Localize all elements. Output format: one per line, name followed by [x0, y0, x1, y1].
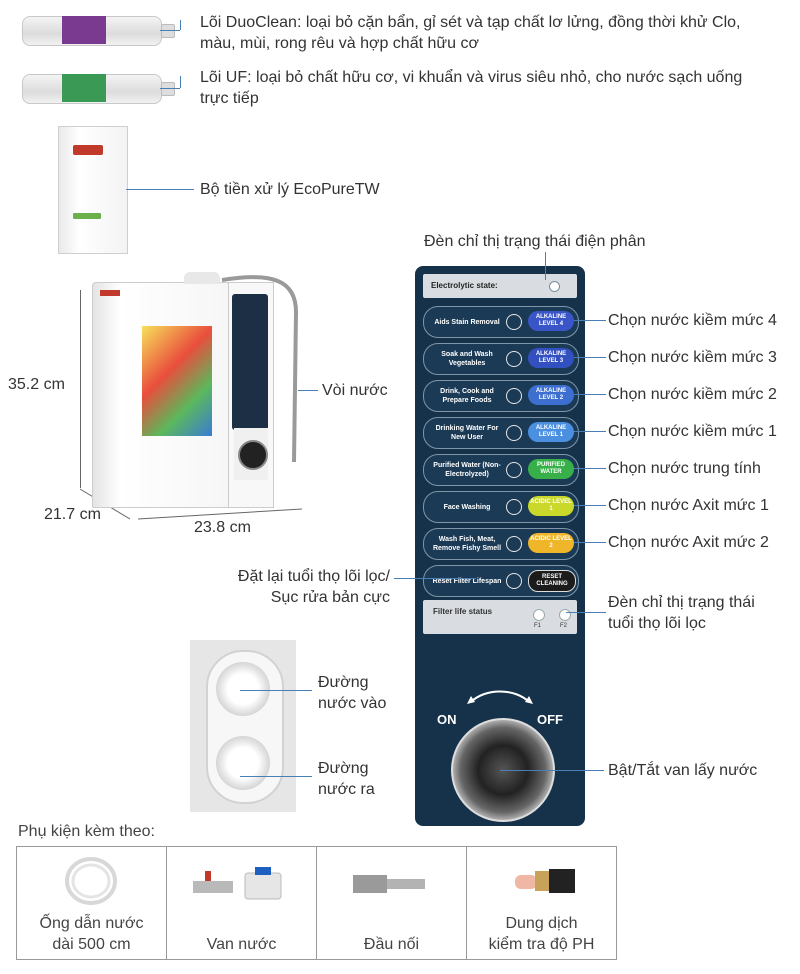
panel-row: Drink, Cook and Prepare Foods ALKALINE LE… [423, 380, 579, 412]
panel-row-label: Wash Fish, Meat, Remove Fishy Smell [432, 536, 502, 552]
faucet-label: Vòi nước [322, 382, 388, 399]
alk1-callout: Chọn nước kiềm mức 1 [608, 423, 777, 440]
water-ports-image [190, 640, 296, 812]
pretreatment-label: Bộ tiền xử lý EcoPureTW [200, 181, 380, 198]
panel-mode-button[interactable]: ACIDIC LEVEL 2 [528, 533, 574, 553]
uf-description: Lõi UF: loại bỏ chất hữu cơ, vi khuẩn và… [200, 69, 743, 107]
alk4-callout: Chọn nước kiềm mức 4 [608, 312, 777, 329]
f2-indicator-icon [559, 609, 571, 621]
filter-life-callout: Đèn chỉ thị trạng thái tuổi thọ lõi lọc [608, 594, 755, 632]
width-dimension: 23.8 cm [194, 519, 251, 536]
electrolysis-callout: Đèn chỉ thị trạng thái điện phân [424, 233, 646, 250]
height-dimension: 35.2 cm [8, 376, 65, 393]
on-label: ON [437, 712, 457, 727]
tube-icon [65, 857, 117, 905]
accessory-connector: Đầu nối [316, 846, 467, 960]
panel-mode-button[interactable]: ALKALINE LEVEL 1 [528, 422, 574, 442]
panel-row-icon [506, 351, 522, 367]
panel-mode-button[interactable]: ALKALINE LEVEL 2 [528, 385, 574, 405]
panel-mode-button[interactable]: ACIDIC LEVEL 1 [528, 496, 574, 516]
duoclean-filter-image [18, 12, 178, 48]
panel-row-label: Drinking Water For New User [435, 425, 499, 441]
acid2-callout: Chọn nước Axit mức 2 [608, 534, 769, 551]
panel-row-icon [506, 314, 522, 330]
pretreatment-unit-image [58, 126, 128, 254]
panel-row-icon [506, 499, 522, 515]
duoclean-description: Lõi DuoClean: loại bỏ cặn bẩn, gỉ sét và… [200, 14, 741, 52]
panel-mode-button[interactable]: ALKALINE LEVEL 3 [528, 348, 574, 368]
panel-row: Face Washing ACIDIC LEVEL 1 [423, 491, 579, 523]
ph-bottle-icon [515, 869, 575, 893]
uf-filter-image [18, 70, 178, 106]
outlet-callout: Đường nước ra [318, 760, 375, 798]
panel-mode-button[interactable]: ALKALINE LEVEL 4 [528, 311, 574, 331]
accessory-ph-solution: Dung dịch kiểm tra độ PH [466, 846, 617, 960]
panel-mode-button[interactable]: RESET CLEANING [528, 570, 576, 592]
electrolytic-state-box: Electrolytic state: [423, 274, 577, 298]
panel-row: Purified Water (Non-Electrolyzed) PURIFIE… [423, 454, 579, 486]
accessory-tube: Ống dẫn nước dài 500 cm [16, 846, 167, 960]
valve-icon [193, 867, 282, 900]
panel-row-label: Reset Filter Lifespan [432, 577, 502, 585]
accessories-table: Ống dẫn nước dài 500 cm Van nước Đầu nối [16, 846, 617, 960]
inlet-callout: Đường nước vào [318, 674, 387, 712]
panel-row-label: Purified Water (Non-Electrolyzed) [433, 462, 501, 478]
panel-row-icon [506, 462, 522, 478]
panel-row: Drinking Water For New User ALKALINE LEVE… [423, 417, 579, 449]
panel-row-label: Drink, Cook and Prepare Foods [440, 388, 494, 404]
panel-row-icon [506, 388, 522, 404]
panel-mode-button[interactable]: PURIFIED WATER [528, 459, 574, 479]
panel-row: Wash Fish, Meat, Remove Fishy Smell ACIDI… [423, 528, 579, 560]
panel-row-label: Soak and Wash Vegetables [441, 351, 493, 367]
accessories-title: Phụ kiện kèm theo: [18, 823, 155, 840]
panel-row-icon [506, 536, 522, 552]
panel-row-icon [506, 425, 522, 441]
panel-row-label: Face Washing [443, 503, 491, 511]
alk2-callout: Chọn nước kiềm mức 2 [608, 386, 777, 403]
off-label: OFF [537, 712, 563, 727]
electrolytic-indicator-icon [549, 281, 560, 292]
on-off-arrow-icon [467, 690, 533, 704]
valve-callout: Bật/Tắt van lấy nước [608, 762, 758, 779]
reset-callout: Đặt lại tuổi thọ lõi lọc/ Sục rửa bản cự… [237, 568, 390, 606]
water-ionizer-device [92, 272, 304, 510]
acid1-callout: Chọn nước Axit mức 1 [608, 497, 769, 514]
connector-icon [353, 875, 425, 893]
panel-row: Aids Stain Removal ALKALINE LEVEL 4 [423, 306, 579, 338]
panel-row: Reset Filter Lifespan RESET CLEANING [423, 565, 579, 597]
accessory-valve: Van nước [166, 846, 317, 960]
f1-indicator-icon [533, 609, 545, 621]
panel-row-label: Aids Stain Removal [434, 318, 500, 326]
filter-life-status-box: Filter life status F1 F2 [423, 600, 577, 634]
depth-dimension: 21.7 cm [44, 506, 101, 523]
alk3-callout: Chọn nước kiềm mức 3 [608, 349, 777, 366]
panel-row: Soak and Wash Vegetables ALKALINE LEVEL 3 [423, 343, 579, 375]
panel-row-icon [506, 573, 522, 589]
neutral-callout: Chọn nước trung tính [608, 460, 761, 477]
